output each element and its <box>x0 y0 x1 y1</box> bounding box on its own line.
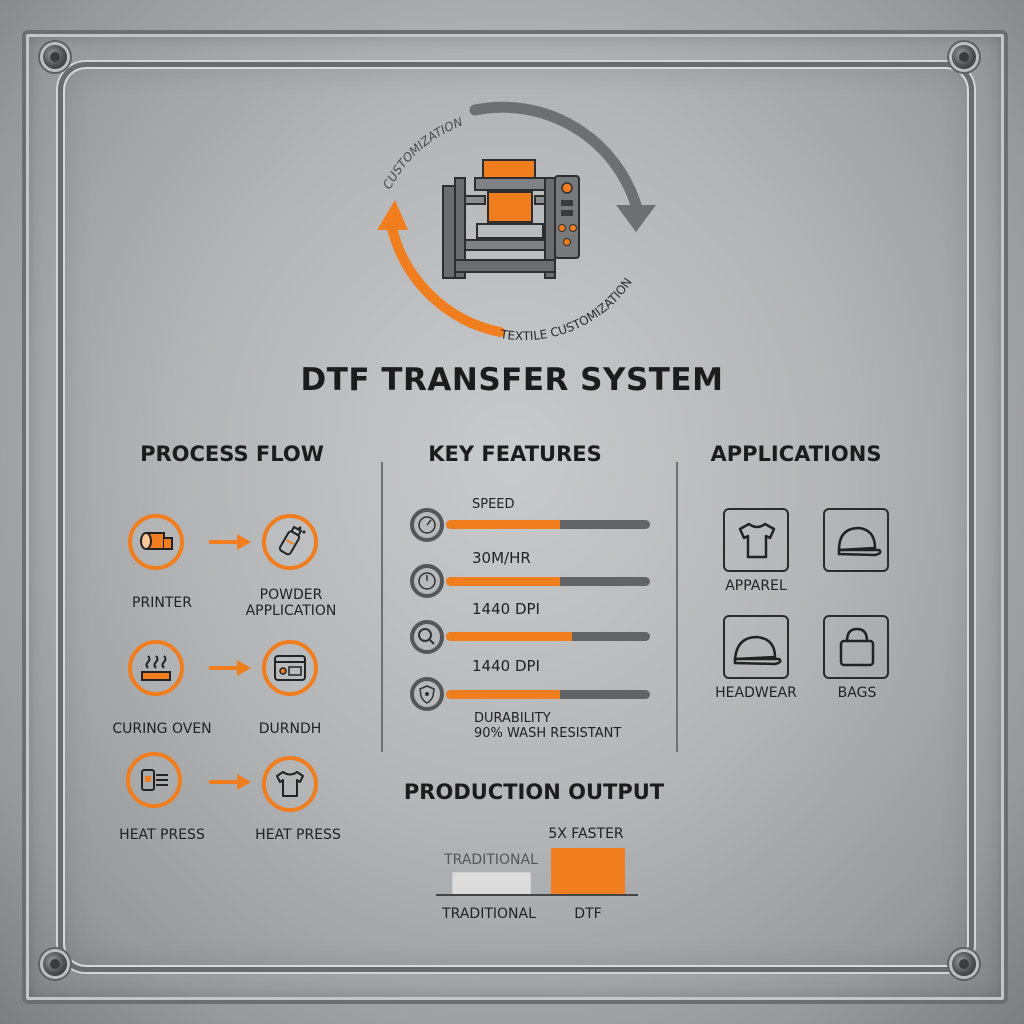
film-roll-icon <box>140 532 173 550</box>
bar-traditional <box>452 872 531 896</box>
page-title: DTF TRANSFER SYSTEM <box>300 362 724 398</box>
production-output-heading: PRODUCTION OUTPUT <box>403 780 665 804</box>
process-label-curing: CURING OVEN <box>112 721 212 737</box>
heat-waves-icon <box>141 655 171 681</box>
cap-icon <box>733 635 782 666</box>
process-label-oven: DURNDH <box>258 721 322 737</box>
process-label-tshirt: HEAT PRESS <box>255 827 341 843</box>
application-label-apparel: APPAREL <box>725 578 787 594</box>
application-label-headwear: HEADWEAR <box>715 685 797 701</box>
process-step-curing <box>128 640 184 696</box>
feature-bar-fill <box>446 577 561 586</box>
outer-frame <box>22 30 1008 1004</box>
feature-bar-fill <box>446 632 573 641</box>
feature-bar-durability <box>446 690 650 699</box>
clock-glyph <box>418 572 436 590</box>
application-label-bags: BAGS <box>837 685 877 701</box>
feature-label-speed: SPEED <box>472 497 515 512</box>
axis-label-dtf: DTF <box>574 906 602 922</box>
screw-icon <box>952 45 976 69</box>
feature-bar-fill <box>446 520 561 529</box>
shield-glyph <box>419 685 435 704</box>
process-step-printer <box>128 514 184 570</box>
feature-bar-rate <box>446 577 650 586</box>
key-features-heading: KEY FEATURES <box>428 442 602 466</box>
press-icon <box>141 769 168 791</box>
process-label-powder: POWDER APPLICATION <box>245 587 337 619</box>
feature-label-dpi-2: 1440 DPI <box>472 657 540 675</box>
application-bags <box>823 615 889 679</box>
application-apparel <box>723 508 789 572</box>
bar-dtf <box>551 848 625 894</box>
application-cap <box>823 508 889 572</box>
feature-label-rate: 30M/HR <box>472 549 531 567</box>
process-label-press: HEAT PRESS <box>119 827 205 843</box>
application-headwear <box>723 615 789 679</box>
tshirt-icon <box>738 522 776 559</box>
production-axis <box>436 894 638 896</box>
screw-icon <box>952 952 976 976</box>
bar-traditional-label: TRADITIONAL <box>444 852 538 868</box>
feature-durability-value: 90% WASH RESISTANT <box>474 726 622 741</box>
process-step-tshirt <box>262 756 318 812</box>
magnifier-glyph <box>418 628 435 645</box>
inner-frame <box>58 62 974 972</box>
cap-icon <box>837 526 882 557</box>
process-step-oven <box>262 640 318 696</box>
screw-icon <box>43 952 67 976</box>
column-divider <box>676 462 678 752</box>
process-step-press <box>126 752 182 808</box>
arrow-right-icon <box>209 660 251 676</box>
bar-dtf-label: 5X FASTER <box>548 826 624 842</box>
magnifier-icon <box>410 620 444 654</box>
feature-bar-dpi <box>446 632 650 641</box>
applications-heading: APPLICATIONS <box>710 442 882 466</box>
arrow-right-icon <box>209 534 251 550</box>
process-label-printer: PRINTER <box>132 595 192 611</box>
feature-bar-fill <box>446 690 561 699</box>
process-step-powder <box>262 514 318 570</box>
process-flow-heading: PROCESS FLOW <box>140 442 324 466</box>
gauge-glyph <box>418 516 436 534</box>
arrow-right-icon <box>209 774 251 790</box>
axis-label-traditional: TRADITIONAL <box>442 906 536 922</box>
oven-icon <box>274 655 306 681</box>
column-divider <box>381 462 383 752</box>
feature-bar-speed <box>446 520 650 529</box>
feature-durability-label: DURABILITY <box>474 711 551 726</box>
bag-icon <box>839 627 875 667</box>
screw-icon <box>43 45 67 69</box>
powder-shaker-icon <box>278 525 306 556</box>
tshirt-icon <box>276 771 304 797</box>
feature-label-dpi: 1440 DPI <box>472 600 540 618</box>
